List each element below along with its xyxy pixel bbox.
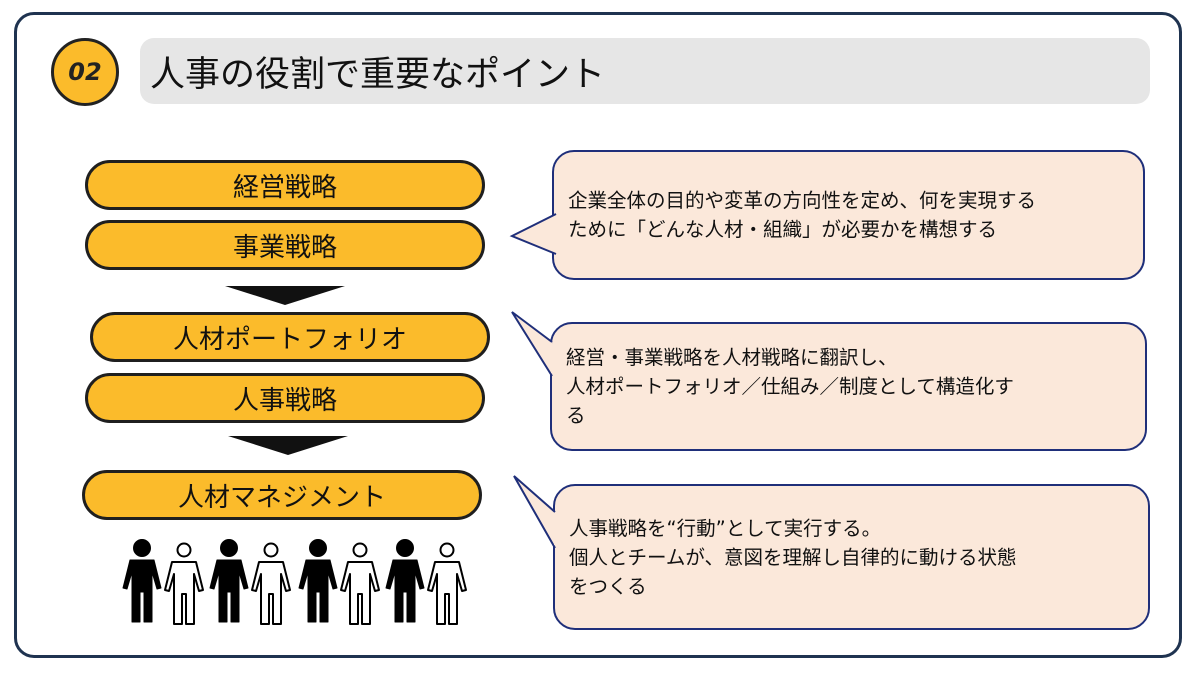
flow-step-business-strategy: 事業戦略 [85,220,485,270]
flow-step-hr-strategy: 人事戦略 [85,373,485,423]
page-title: 人事の役割で重要なポイント [140,38,1150,104]
person-outline-icon [251,542,291,625]
flow-step-talent-portfolio: 人材ポートフォリオ [90,312,490,362]
people-group-icon [122,539,467,625]
person-filled-icon [209,539,249,623]
down-arrow-icon [228,436,348,455]
down-arrow-icon [225,286,345,305]
slide-frame [14,12,1182,658]
flow-step-talent-management: 人材マネジメント [82,470,482,520]
flow-step-management-strategy: 経営戦略 [85,160,485,210]
callout-management: 人事戦略を“行動”として実行する。 個人とチームが、意図を理解し自律的に動ける状… [553,484,1150,630]
person-filled-icon [122,539,162,623]
person-filled-icon [298,539,338,623]
person-outline-icon [340,542,380,625]
callout-tails [509,213,557,549]
callout-hr-strategy: 経営・事業戦略を人材戦略に翻訳し、 人材ポートフォリオ／仕組み／制度として構造化… [550,322,1147,451]
person-outline-icon [164,542,204,625]
section-number-badge: 02 [51,38,119,106]
person-filled-icon [385,539,425,623]
person-outline-icon [427,542,467,625]
callout-strategy: 企業全体の目的や変革の方向性を定め、何を実現する ために「どんな人材・組織」が必… [552,150,1145,280]
